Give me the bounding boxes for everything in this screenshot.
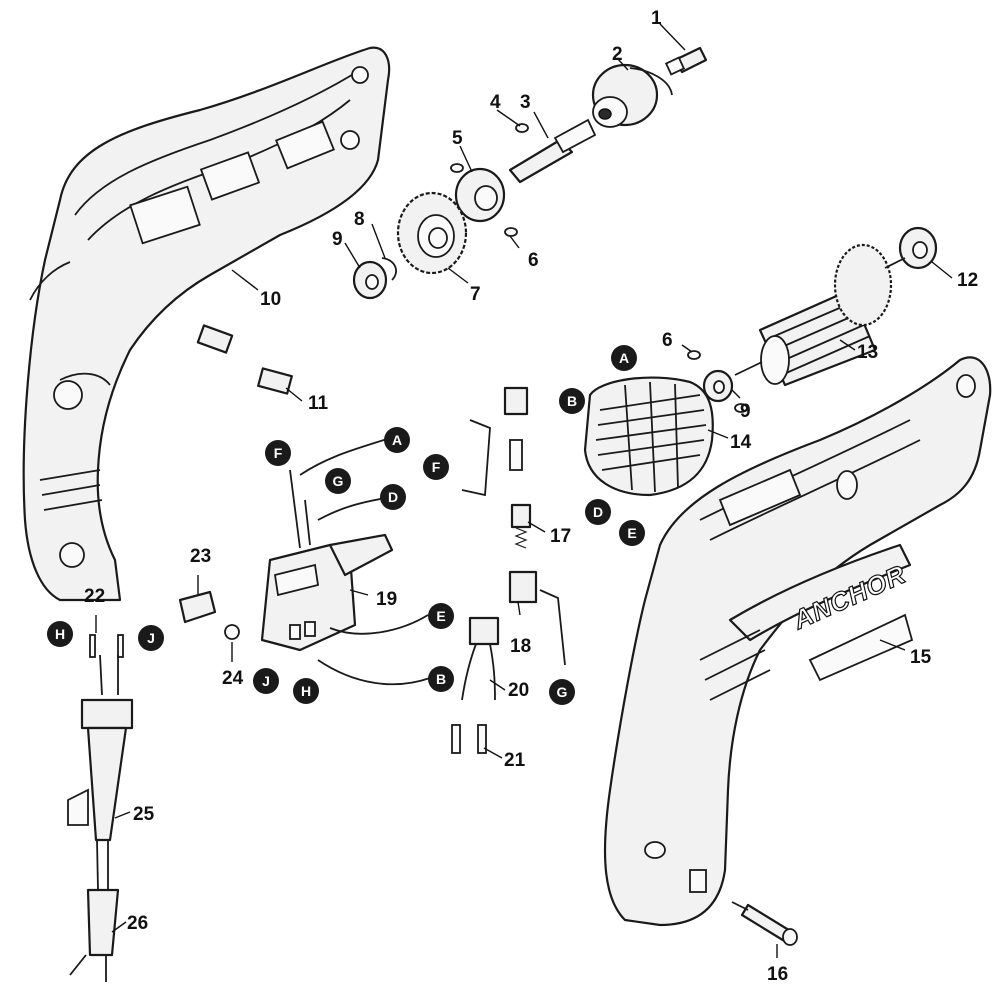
part-number-label: 26 xyxy=(127,913,148,934)
connector-badge-letter: E xyxy=(436,608,445,624)
connector-badge-letter: F xyxy=(274,445,283,461)
connector-badge: J xyxy=(138,625,164,651)
connector-badge-circle xyxy=(611,345,637,371)
part-number-label: 20 xyxy=(508,680,529,701)
part-number-label: 16 xyxy=(767,964,788,985)
part-number-label: 10 xyxy=(260,289,281,310)
part-number-label: 6 xyxy=(528,250,539,271)
part-number-label: 8 xyxy=(354,209,365,230)
connector-badge: A xyxy=(611,345,637,371)
field-stator xyxy=(583,376,714,497)
connector-badge: H xyxy=(47,621,73,647)
gear-train xyxy=(352,163,938,413)
connector-badge: B xyxy=(559,388,585,414)
right-housing-half: ANCHOR xyxy=(603,356,992,927)
part-number-label: 5 xyxy=(452,128,463,149)
connector-badge-circle xyxy=(293,678,319,704)
connector-badge: D xyxy=(380,484,406,510)
part-number-label: 9 xyxy=(332,229,343,250)
part-number-label: 25 xyxy=(133,804,155,825)
connector-badge-letter: H xyxy=(301,683,311,699)
connector-badge-circle xyxy=(428,666,454,692)
connector-badge-circle xyxy=(47,621,73,647)
connector-badge-circle xyxy=(428,603,454,629)
connector-badge-circle xyxy=(619,520,645,546)
connector-badge: F xyxy=(423,454,449,480)
armature xyxy=(734,243,906,387)
brush-holders xyxy=(461,386,566,666)
chuck-assembly xyxy=(508,46,708,184)
switch-module xyxy=(260,437,431,686)
connector-badge: H xyxy=(293,678,319,704)
connector-badge: B xyxy=(428,666,454,692)
connector-badge-letter: A xyxy=(392,432,402,448)
part-number-label: 21 xyxy=(504,750,526,771)
connector-badge: G xyxy=(325,468,351,494)
connector-badge-letter: G xyxy=(333,473,344,489)
connector-badge-circle xyxy=(559,388,585,414)
connector-badge-letter: A xyxy=(619,350,629,366)
connector-badge-letter: F xyxy=(432,459,441,475)
connector-badge-circle xyxy=(585,499,611,525)
leader-lines xyxy=(95,23,953,958)
connector-badge: A xyxy=(384,427,410,453)
part-number-label: 9 xyxy=(740,401,751,422)
connector-badge-circle xyxy=(384,427,410,453)
part-number-label: 22 xyxy=(84,586,105,607)
connector-badge-letter: E xyxy=(627,525,636,541)
part-number-label: 3 xyxy=(520,92,531,113)
connector-badge-letter: J xyxy=(262,673,270,689)
part-number-label: 11 xyxy=(308,393,329,414)
connector-badge-circle xyxy=(325,468,351,494)
part-number-label: 6 xyxy=(662,330,673,351)
connector-badge-letter: D xyxy=(593,504,603,520)
part-number-label: 14 xyxy=(730,432,752,453)
part-number-label: 17 xyxy=(550,526,571,547)
connector-badge: G xyxy=(549,679,575,705)
connector-badge-circle xyxy=(138,625,164,651)
part-number-label: 1 xyxy=(651,8,662,29)
part-number-label: 7 xyxy=(470,284,481,305)
connector-badge-letter: J xyxy=(147,630,155,646)
part-number-label: 13 xyxy=(857,342,878,363)
connector-badge-circle xyxy=(423,454,449,480)
connector-badge-letter: D xyxy=(388,489,398,505)
connector-badge-circle xyxy=(549,679,575,705)
connector-badge: E xyxy=(428,603,454,629)
connector-badge-letter: H xyxy=(55,626,65,642)
part-number-label: 4 xyxy=(490,92,501,113)
part-number-label: 15 xyxy=(910,647,932,668)
small-parts xyxy=(89,324,500,754)
connector-badge: J xyxy=(253,668,279,694)
power-cord xyxy=(67,654,134,982)
screw xyxy=(731,901,798,946)
connector-badge-circle xyxy=(380,484,406,510)
connector-badge: D xyxy=(585,499,611,525)
connector-badge-letter: G xyxy=(557,684,568,700)
connector-badge: F xyxy=(265,440,291,466)
part-number-label: 19 xyxy=(376,589,397,610)
connector-badge-circle xyxy=(253,668,279,694)
left-housing-half xyxy=(22,46,391,602)
part-number-label: 18 xyxy=(510,636,531,657)
part-number-label: 2 xyxy=(612,44,623,65)
connector-badge-letter: B xyxy=(567,393,577,409)
connector-badges: A B D E F G A D F G E B H J J H xyxy=(47,345,645,705)
connector-badge-circle xyxy=(265,440,291,466)
part-number-label: 12 xyxy=(957,270,978,291)
part-number-label: 23 xyxy=(190,546,211,567)
part-number-labels: 1234567891011121314151617181920212223242… xyxy=(84,8,978,985)
connector-badge-letter: B xyxy=(436,671,446,687)
part-number-label: 24 xyxy=(222,668,244,689)
connector-badge: E xyxy=(619,520,645,546)
